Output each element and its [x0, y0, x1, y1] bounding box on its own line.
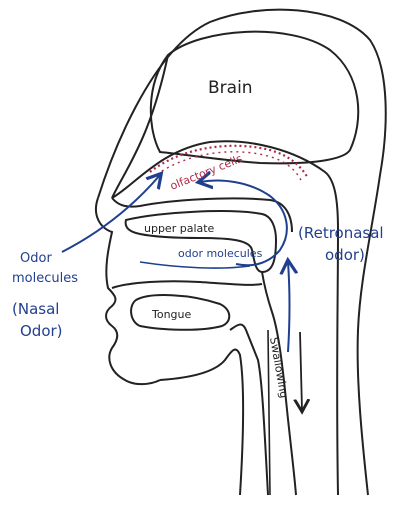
nasal-cavity-roof — [112, 141, 338, 495]
jaw-neck — [160, 350, 243, 495]
retronasal-upward-arrow — [288, 262, 290, 352]
nasal-odor-label-line1: (Nasal — [12, 300, 59, 318]
swallowing-label: Swallowing — [267, 336, 290, 399]
odor-molecules-inner-label: odor molecules — [178, 247, 263, 260]
odor-molecules-left-label-line1: Odor — [20, 251, 52, 266]
oral-cavity-top — [112, 281, 262, 288]
esophagus-front — [268, 330, 270, 495]
retronasal-label-line2: odor) — [325, 246, 365, 264]
nasal-odor-label-line2: Odor) — [20, 322, 63, 340]
oral-to-throat-arrow — [140, 262, 250, 268]
tongue-label: Tongue — [151, 308, 192, 321]
brain-label: Brain — [208, 78, 253, 98]
swallowing-arrow — [300, 332, 302, 410]
odor-molecules-left-label-line2: molecules — [12, 271, 78, 286]
retronasal-label-line1: (Retronasal — [298, 224, 384, 242]
upper-palate-label: upper palate — [144, 222, 215, 235]
